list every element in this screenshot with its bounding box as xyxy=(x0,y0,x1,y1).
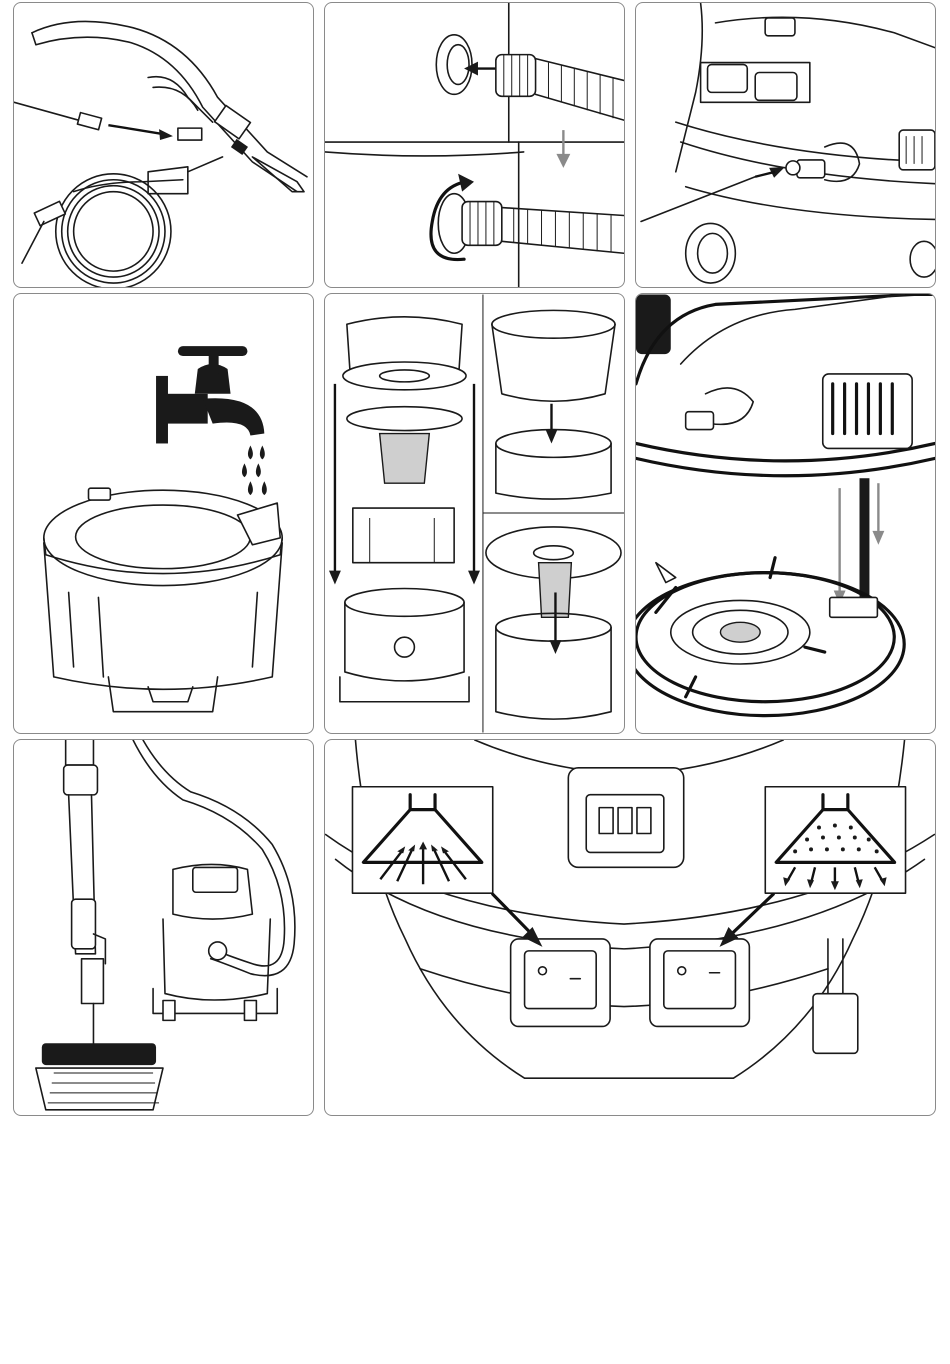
water-tap-icon xyxy=(156,346,264,443)
head-alignment-illustration xyxy=(636,294,935,733)
hose-connection-illustration xyxy=(325,3,624,287)
machine-wand-illustration xyxy=(14,740,313,1115)
water-drops xyxy=(242,445,267,495)
panel-machine-wand xyxy=(13,739,314,1116)
panel-fill-tank xyxy=(13,293,314,734)
assembly-illustration xyxy=(325,294,624,733)
fill-tank-illustration xyxy=(14,294,313,733)
machine-valve-illustration xyxy=(636,3,935,287)
control-switches-illustration xyxy=(325,740,935,1115)
panel-head-alignment xyxy=(635,293,936,734)
panel-control-switches xyxy=(324,739,936,1116)
panel-spray-tube-connection xyxy=(13,2,314,288)
spray-tube-illustration xyxy=(14,3,313,287)
panel-assembly xyxy=(324,293,625,734)
suction-fan-icon xyxy=(352,787,492,893)
spray-nozzle-icon xyxy=(765,787,905,893)
panel-hose-connection xyxy=(324,2,625,288)
panel-machine-valve xyxy=(635,2,936,288)
